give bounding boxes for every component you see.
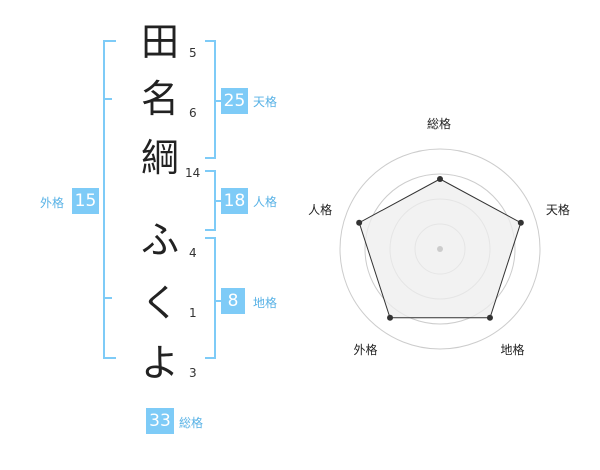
- stroke-count-2: 6: [189, 106, 197, 120]
- name-char-1: 田: [140, 20, 179, 64]
- radar-ring-4: [339, 148, 541, 350]
- radar-point-3: [486, 314, 493, 321]
- radar-axis-label-5: 人格: [308, 203, 333, 218]
- chikaku-label: 地格: [253, 296, 278, 310]
- stroke-count-4: 4: [189, 246, 197, 260]
- gaikaku-label: 外格: [40, 196, 65, 210]
- gaikaku-bracket: [103, 40, 116, 359]
- tenkaku-bracket: [205, 40, 216, 159]
- name-char-4: ふ: [140, 218, 179, 262]
- radar-point-1: [437, 176, 443, 182]
- radar-point-4: [387, 314, 394, 321]
- name-char-5: く: [140, 281, 179, 325]
- soukaku-badge: 33: [146, 408, 174, 434]
- radar-axis-label-3: 地格: [500, 343, 525, 358]
- gaikaku-badge: 15: [72, 188, 99, 214]
- tenkaku-label: 天格: [253, 95, 278, 109]
- radar-point-2: [517, 219, 524, 226]
- stroke-count-3: 14: [185, 166, 201, 180]
- radar-axis-label-2: 天格: [545, 203, 570, 218]
- radar-point-5: [356, 219, 363, 226]
- jinkaku-label: 人格: [253, 195, 278, 209]
- name-char-3: 綱: [140, 136, 179, 180]
- chikaku-bracket: [205, 237, 216, 359]
- soukaku-label: 総格: [179, 416, 204, 430]
- jinkaku-badge: 18: [221, 188, 248, 214]
- radar-center-dot: [437, 246, 443, 252]
- name-char-6: よ: [140, 341, 179, 385]
- tenkaku-badge: 25: [221, 88, 248, 114]
- stroke-count-6: 3: [189, 366, 197, 380]
- stroke-count-1: 5: [189, 46, 197, 60]
- radar-axis-label-1: 総格: [427, 117, 452, 131]
- chikaku-badge: 8: [221, 288, 245, 314]
- radar-axis-label-4: 外格: [353, 343, 378, 358]
- name-char-2: 名: [140, 77, 179, 121]
- stroke-count-5: 1: [189, 306, 197, 320]
- radar-ring-3: [364, 173, 516, 325]
